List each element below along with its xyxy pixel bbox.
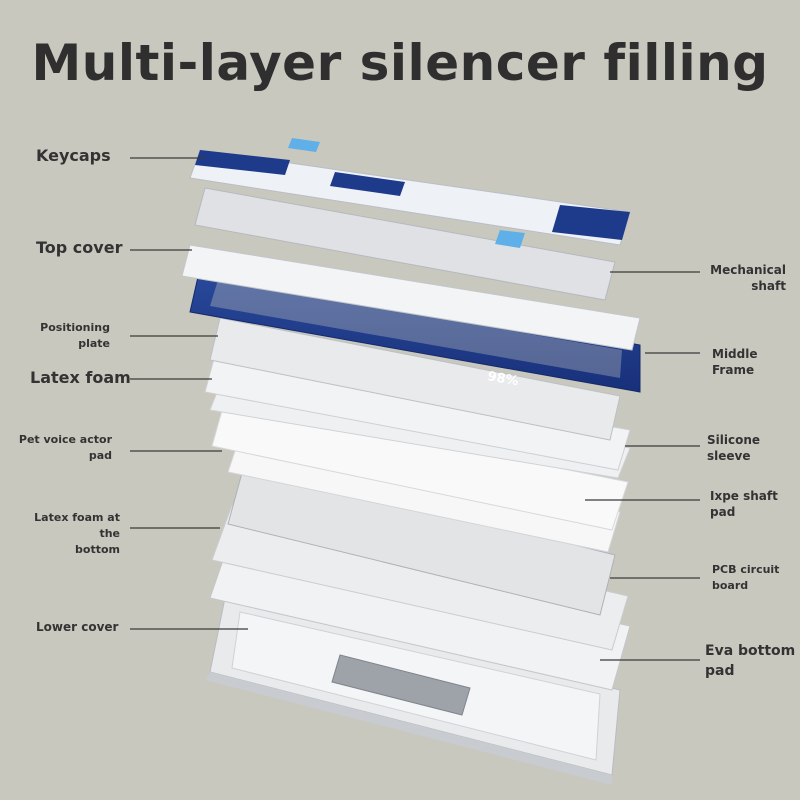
positioning-plate-layer [209,317,621,441]
page-title: Multi-layer silencer filling [31,34,769,92]
label-keycaps: Keycaps [36,146,111,165]
label-latex-foam: Latex foam [30,368,131,387]
label-middle-frame: Middle Frame [712,347,758,377]
keycaps-layer [189,138,631,248]
label-latex-foam-bottom: Latex foam at the bottom [34,511,120,556]
label-pet-voice-actor-pad: Pet voice actor pad [18,433,112,462]
label-ixpe-shaft-pad: Ixpe shaft pad [710,489,778,519]
frame-98-text: 98% [486,369,519,389]
label-pcb-circuit-board: PCB circuit board [712,563,780,592]
label-positioning-plate: Positioning plate [40,321,110,350]
middle-frame-layer: 98% [189,267,641,393]
label-lower-cover: Lower cover [36,620,119,634]
top-cover-layer [181,244,641,351]
leader-lines [130,157,700,661]
label-mechanical-shaft: Mechanical shaft [710,263,786,293]
label-silicone-sleeve: Silicone sleeve [707,433,761,463]
mechanical-shaft-layer [194,187,616,301]
lower-cover-layer [205,597,621,785]
label-eva-bottom-pad: Eva bottom pad [705,643,796,679]
label-top-cover: Top cover [36,238,123,257]
